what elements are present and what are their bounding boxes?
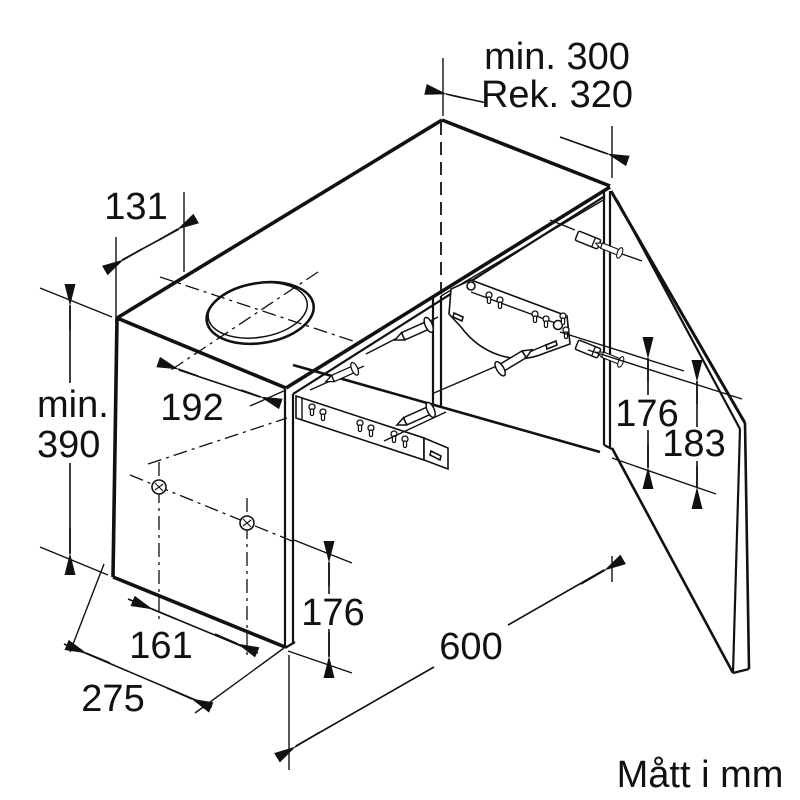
rail-left-flange-slot <box>429 449 442 462</box>
dim-161-arrow-left <box>130 595 177 620</box>
keyhole-icon <box>485 291 493 305</box>
dim-label-600: 600 <box>439 626 502 668</box>
door-bottom-inner-edge <box>610 447 735 674</box>
vent-axis-width <box>167 271 319 373</box>
keyhole-icon <box>308 403 316 417</box>
mounting-bracket-right <box>448 279 571 360</box>
cabinet-interior <box>292 190 613 454</box>
ext-183-top <box>587 349 743 400</box>
screw-hole-2-cross2 <box>242 519 252 527</box>
guide-line <box>383 411 447 442</box>
keyhole-icon <box>401 435 409 449</box>
guide-line <box>549 219 576 231</box>
screw-hole-1-cross2 <box>154 483 164 491</box>
top-back-left-edge <box>116 118 443 320</box>
dim-275-arrow-right <box>166 687 214 713</box>
dim-label-161: 161 <box>129 625 192 667</box>
keyhole-icon <box>496 296 504 310</box>
top-front-right-edge <box>285 185 611 390</box>
left-front-vertical-edge <box>111 317 119 578</box>
dim-275-arrow-left <box>64 639 111 664</box>
left-wall-bottom-edge <box>112 575 286 649</box>
keyhole-icon <box>319 408 327 422</box>
dim-label-390: 390 <box>37 424 100 466</box>
vent-axis-depth <box>159 276 363 345</box>
dim-label-rek-320: Rek. 320 <box>481 74 633 116</box>
top-front-left-edge <box>116 316 287 390</box>
vent-hole <box>205 280 315 346</box>
dim-192-arrow-right <box>240 389 283 410</box>
top-panel-thickness-edge <box>292 195 606 395</box>
dim-192-arrow-left <box>156 356 199 377</box>
dim-label-176-bottom: 176 <box>301 592 364 634</box>
right-wall-bottom-cap <box>603 444 613 450</box>
keyhole-icon <box>356 419 364 433</box>
vent-hole-outer-rim <box>205 280 315 346</box>
ext-390-top <box>39 287 113 318</box>
dim-label-min-300: min. 300 <box>484 36 630 78</box>
dimension-labels: 131 min. 300 Rek. 320 min. 390 192 176 1… <box>37 36 783 796</box>
dim-131-arrow-right <box>158 213 199 241</box>
dim-161-arrow-right <box>214 633 260 658</box>
ext-192 <box>249 389 287 407</box>
dim-300-arrow-left <box>424 83 469 100</box>
wall-plug-icon <box>574 230 602 250</box>
dim-600-arrow-left <box>274 731 321 763</box>
dim-label-131: 131 <box>104 186 167 228</box>
dim-label-176-right: 176 <box>615 393 678 435</box>
side-reference-axis <box>147 417 288 465</box>
door-top-inner-edge <box>616 199 741 430</box>
ext-390-bottom <box>39 546 109 576</box>
left-wall-bottom-cap <box>284 641 296 649</box>
ext-275-right <box>194 647 285 714</box>
interior-bottom-rear-edge <box>292 363 601 454</box>
wall-plug-icon <box>574 339 602 359</box>
bracket-body <box>448 279 571 360</box>
guide-line <box>621 253 643 262</box>
door-face-side-edge <box>731 428 742 674</box>
ext-275-left <box>69 563 105 653</box>
screw-icon <box>392 400 438 434</box>
units-caption: Mått i mm <box>617 754 784 796</box>
top-back-right-edge <box>441 118 611 188</box>
dim-300-arrow-right <box>584 145 630 167</box>
cabinet-outline <box>111 118 611 649</box>
door-bottom-cap <box>732 667 750 675</box>
bracket-slot <box>545 339 558 351</box>
bracket-end-screw <box>466 281 476 291</box>
dimension-lines <box>63 83 703 763</box>
bracket-slot <box>452 311 464 323</box>
top-panel-underside-edge <box>440 198 606 297</box>
vent-hole-inner-rim <box>207 281 309 339</box>
ext-176-bottom-bottom <box>287 650 353 674</box>
mounting-rail-left <box>295 394 449 471</box>
left-wall-screw-holes <box>151 479 255 531</box>
ext-176-bottom-top <box>293 539 353 564</box>
dim-label-192: 192 <box>160 387 223 429</box>
keyhole-icon <box>542 315 550 329</box>
screw-icon <box>390 315 436 349</box>
keyhole-icon <box>367 424 375 438</box>
keyhole-icon <box>531 310 539 324</box>
dim-131-arrow-left <box>102 248 143 276</box>
door-panel <box>609 190 751 675</box>
dim-label-min: min. <box>37 384 109 426</box>
dim-600-arrow-right <box>580 554 626 585</box>
ext-176-right-top <box>559 331 685 372</box>
door-outer-side-edge <box>743 422 751 670</box>
keyhole-icon <box>559 312 567 326</box>
dim-label-183: 183 <box>662 423 725 465</box>
dim-label-275: 275 <box>81 678 144 720</box>
